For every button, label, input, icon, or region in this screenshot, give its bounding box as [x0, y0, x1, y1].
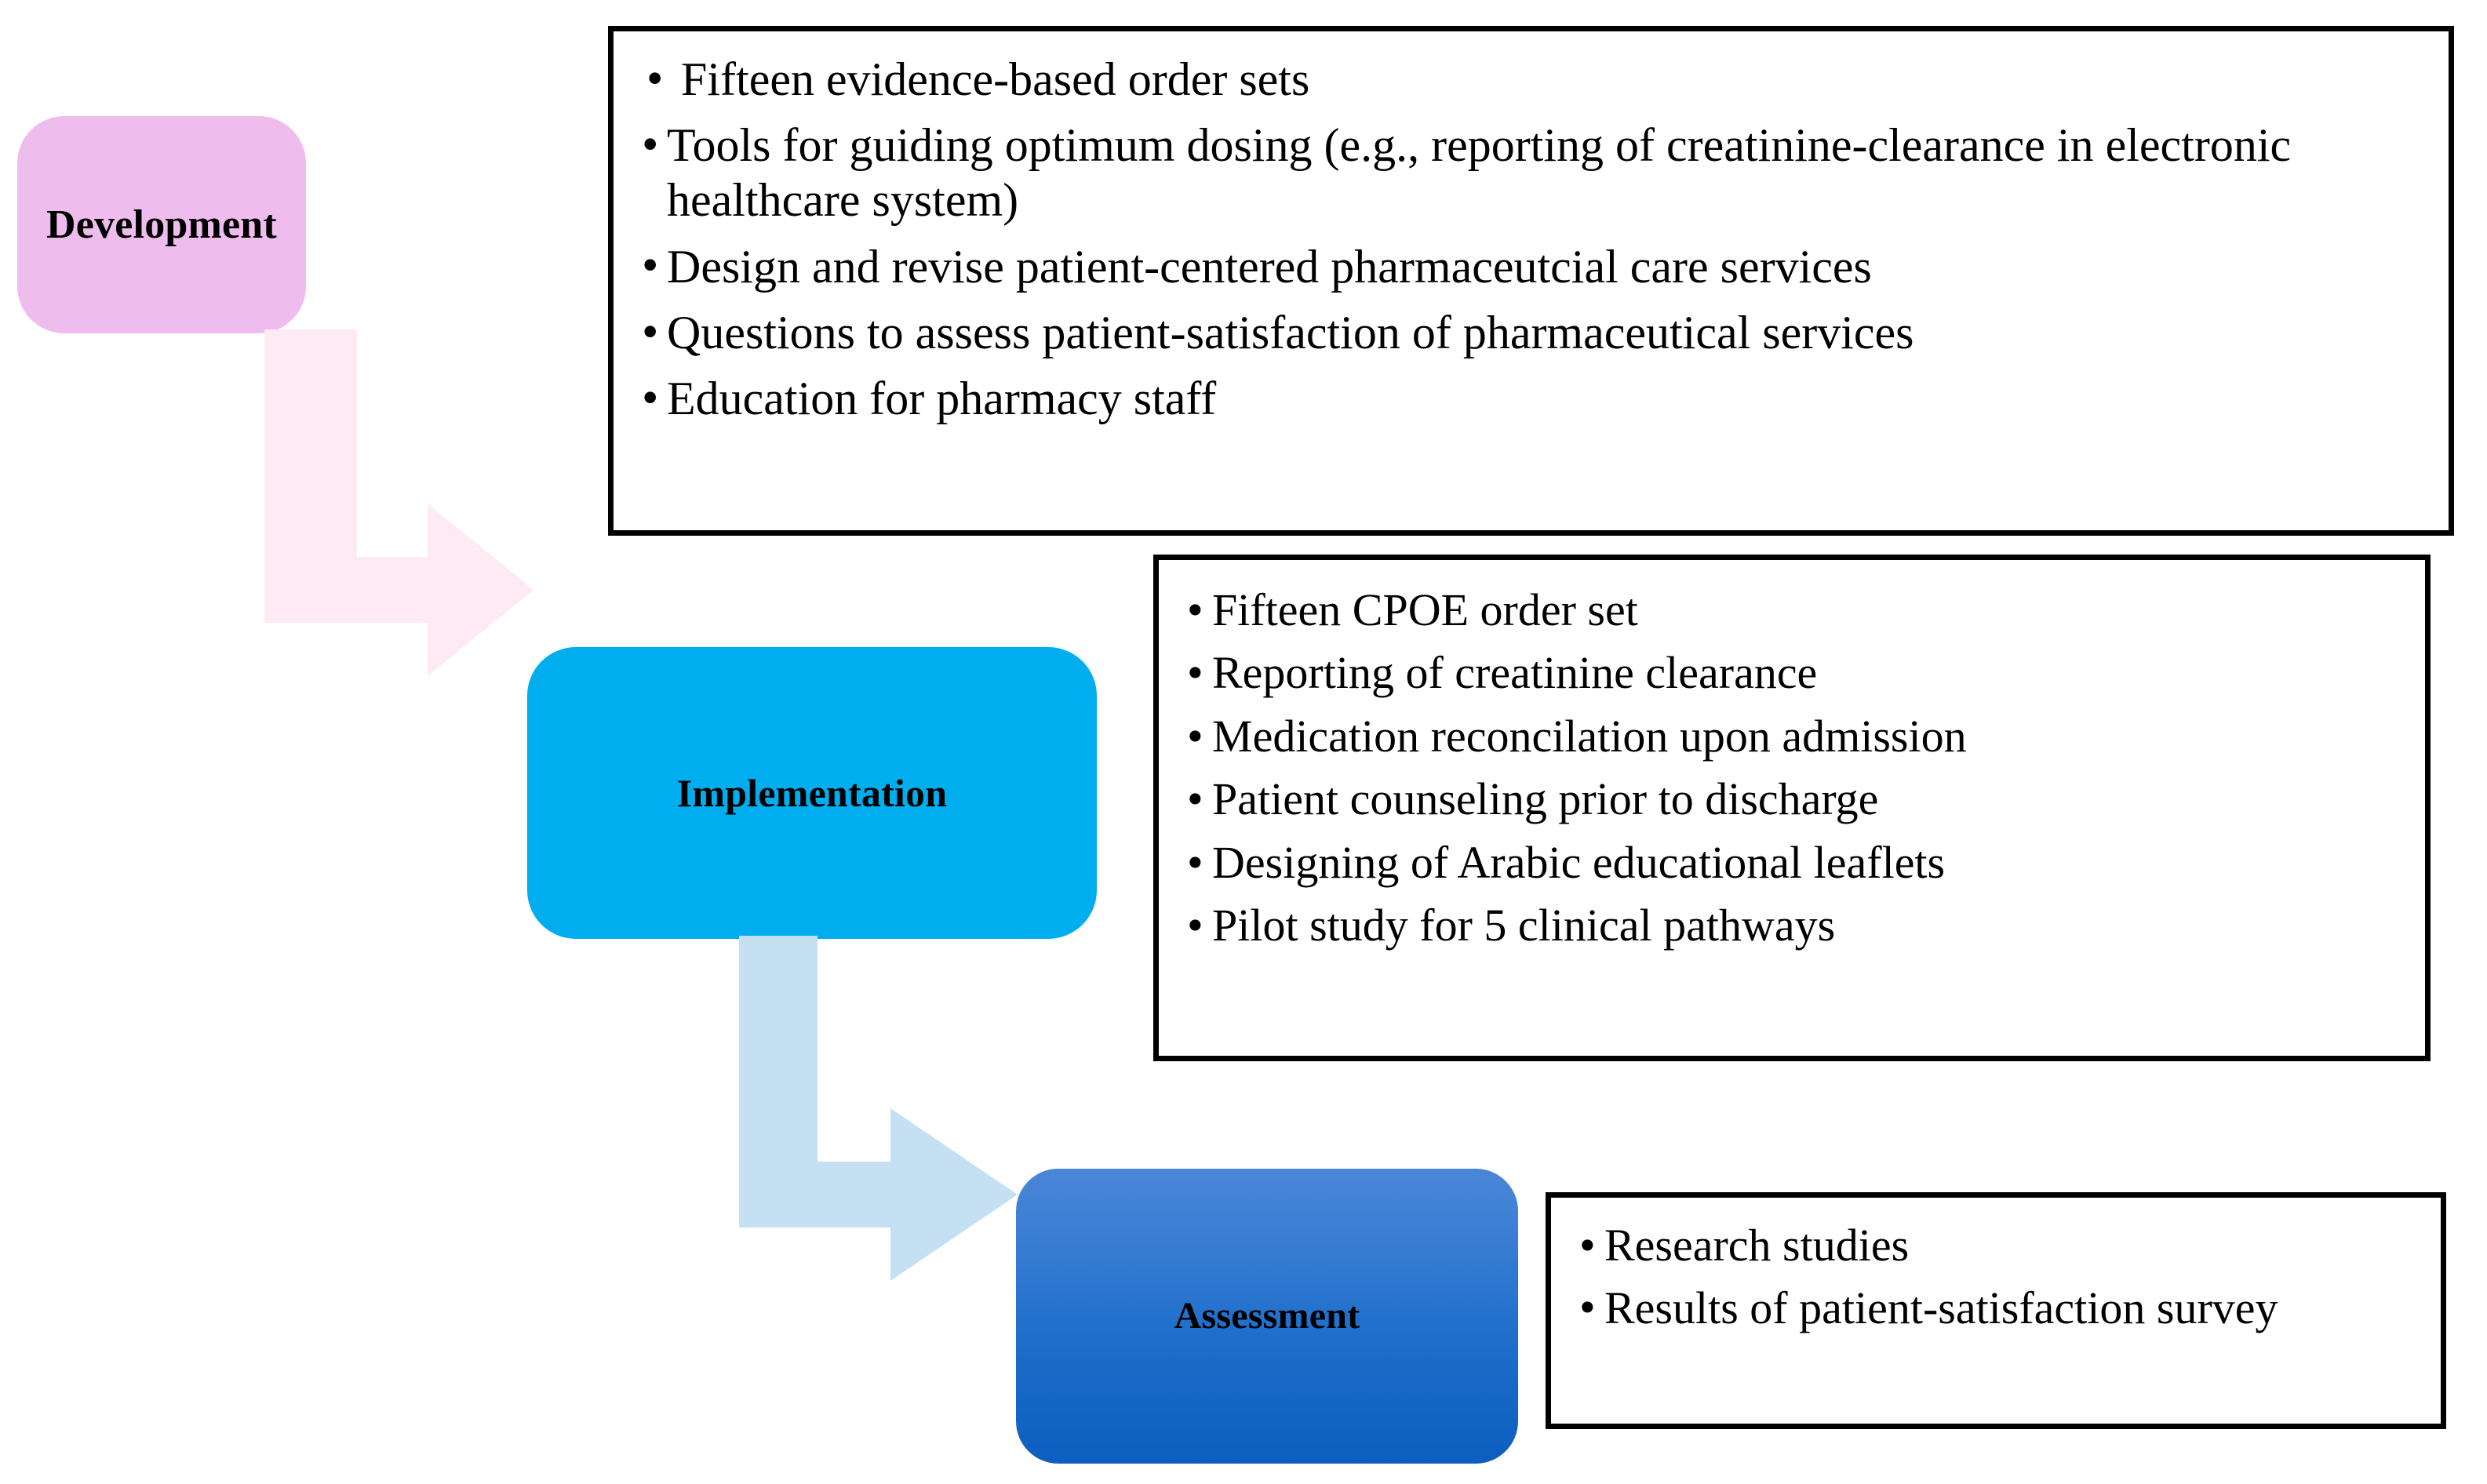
list-item: Results of patient-satisfaction survey — [1575, 1279, 2417, 1336]
list-item: Fifteen evidence-based order sets — [637, 51, 2425, 107]
bullet-list-development: Fifteen evidence-based order sets Tools … — [637, 51, 2425, 427]
stage-label-assessment: Assessment — [1174, 1295, 1360, 1337]
list-item: Patient counseling prior to discharge — [1182, 772, 2401, 827]
list-item: Design and revise patient-centered pharm… — [637, 238, 2425, 294]
list-item: Research studies — [1575, 1217, 2417, 1273]
list-item: Fifteen CPOE order set — [1182, 583, 2401, 638]
stage-box-assessment[interactable]: Assessment — [1016, 1169, 1518, 1464]
bullet-list-assessment: Research studies Results of patient-sati… — [1575, 1217, 2417, 1336]
list-item: Designing of Arabic educational leaflets — [1182, 835, 2401, 890]
list-item: Pilot study for 5 clinical pathways — [1182, 898, 2401, 953]
list-item: Medication reconcilation upon admission — [1182, 709, 2401, 764]
arrow-development-to-implementation-icon — [264, 329, 533, 676]
list-item: Education for pharmacy staff — [637, 370, 2425, 427]
bullet-list-implementation: Fifteen CPOE order set Reporting of crea… — [1182, 583, 2401, 953]
list-item: Reporting of creatinine clearance — [1182, 646, 2401, 700]
details-panel-implementation: Fifteen CPOE order set Reporting of crea… — [1153, 555, 2431, 1061]
list-item: Tools for guiding optimum dosing (e.g., … — [637, 117, 2425, 227]
stage-box-implementation[interactable]: Implementation — [527, 647, 1097, 939]
details-panel-assessment: Research studies Results of patient-sati… — [1546, 1192, 2446, 1429]
stage-box-development[interactable]: Development — [17, 116, 306, 333]
list-item: Questions to assess patient-satisfaction… — [637, 304, 2425, 361]
stage-label-implementation: Implementation — [676, 771, 948, 815]
arrow-implementation-to-assessment-icon — [739, 936, 1018, 1281]
stage-label-development: Development — [46, 202, 277, 247]
details-panel-development: Fifteen evidence-based order sets Tools … — [608, 26, 2454, 536]
